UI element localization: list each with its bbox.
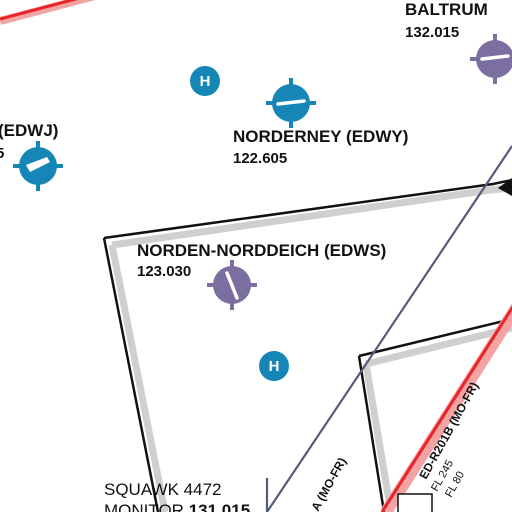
restricted-boundary-ed-r201b <box>380 303 512 512</box>
squawk-code: 4472 <box>184 480 222 499</box>
squawk-info: SQUAWK 4472 MONITOR 131.015 <box>104 480 250 512</box>
squawk-label: SQUAWK <box>104 480 180 499</box>
zone-marker <box>397 493 433 512</box>
airfield-name-norderney: NORDERNEY (EDWY) <box>233 127 408 146</box>
airfield-freq-baltrum: 132.015 <box>405 24 459 41</box>
reporting-point-marker <box>498 178 512 196</box>
heliport-icon[interactable]: H <box>190 66 220 96</box>
airfield-name-norden-norddeich: NORDEN-NORDDEICH (EDWS) <box>137 241 386 260</box>
svg-text:H: H <box>269 358 280 375</box>
airfield-norderney-icon[interactable] <box>266 78 316 128</box>
restricted-zone-box <box>357 317 512 512</box>
airfield-name-edwj: (EDWJ) <box>0 121 58 140</box>
airfield-baltrum-icon[interactable] <box>470 34 512 84</box>
airfield-edwj-icon[interactable] <box>13 141 63 191</box>
airspace-label-partial: A (MO-FR) <box>308 455 349 512</box>
airfield-norden-norddeich-icon[interactable] <box>207 260 257 310</box>
airfield-freq-norden-norddeich: 123.030 <box>137 263 191 280</box>
route-line <box>265 145 512 512</box>
restricted-boundary-north <box>0 0 96 25</box>
heliport-icon[interactable]: H <box>259 351 289 381</box>
svg-text:MONITOR 131.015: MONITOR 131.015 <box>104 501 250 512</box>
monitor-label: MONITOR <box>104 501 184 512</box>
monitor-freq: 131.015 <box>189 501 250 512</box>
airfield-freq-edwj: 5 <box>0 145 4 162</box>
airfield-freq-norderney: 122.605 <box>233 150 287 167</box>
airfield-name-baltrum: BALTRUM <box>405 0 488 19</box>
svg-text:H: H <box>200 73 211 90</box>
svg-text:SQUAWK 4472: SQUAWK 4472 <box>104 480 222 499</box>
